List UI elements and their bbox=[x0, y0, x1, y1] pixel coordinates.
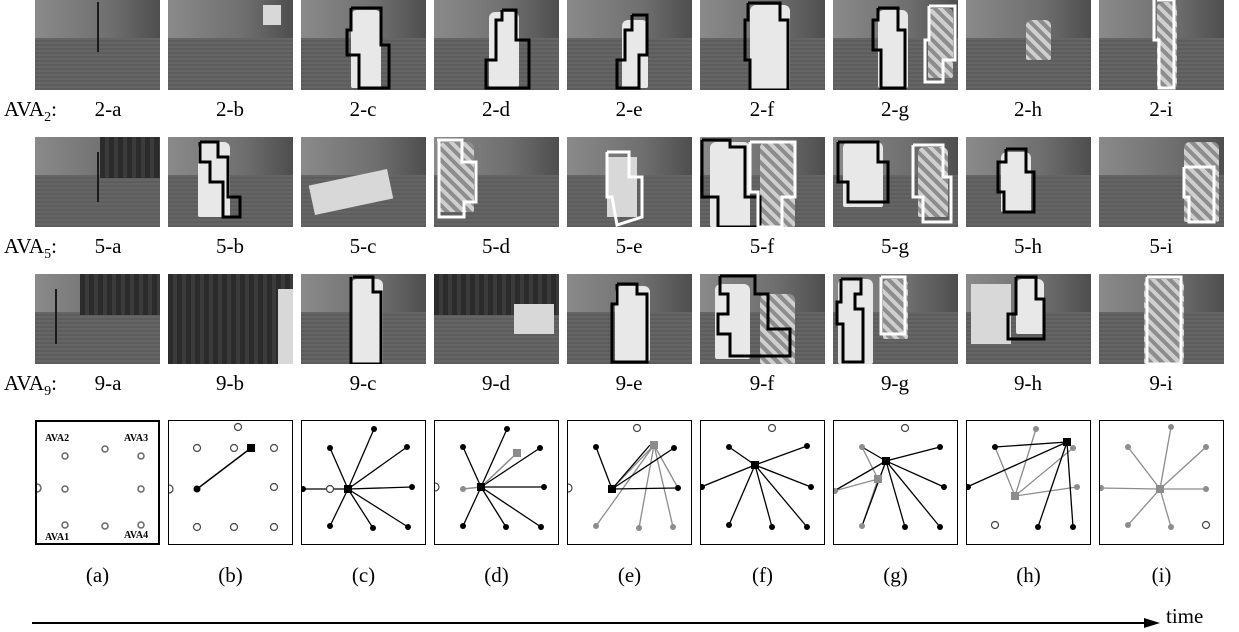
frame-label: 5-c bbox=[349, 234, 377, 258]
panel-i bbox=[1099, 420, 1224, 545]
camera-frame bbox=[966, 0, 1091, 90]
frame-label: 9-e bbox=[615, 371, 643, 395]
frame-label: 2-f bbox=[749, 97, 775, 121]
camera-frame bbox=[833, 0, 958, 90]
frame-label: 2-i bbox=[1149, 97, 1173, 121]
panel-label: (d) bbox=[484, 563, 509, 587]
camera-frame bbox=[168, 0, 293, 90]
frame-label: 9-i bbox=[1149, 371, 1173, 395]
frame-label: 5-e bbox=[615, 234, 643, 258]
camera-frame bbox=[567, 0, 692, 90]
row-label: AVA9: bbox=[4, 371, 57, 400]
panel-label: (f) bbox=[752, 563, 773, 587]
camera-frame bbox=[567, 137, 692, 227]
camera-frame bbox=[833, 137, 958, 227]
panel-d bbox=[434, 420, 559, 545]
row-label: AVA2: bbox=[4, 97, 57, 126]
ava-label: AVA4 bbox=[124, 530, 148, 541]
panel-e bbox=[567, 420, 692, 545]
panel-c bbox=[301, 420, 426, 545]
camera-frame bbox=[168, 137, 293, 227]
camera-frame bbox=[301, 0, 426, 90]
camera-frame bbox=[966, 274, 1091, 364]
camera-frame bbox=[833, 274, 958, 364]
camera-frame bbox=[434, 137, 559, 227]
frame-label: 5-a bbox=[94, 234, 122, 258]
ava-label: AVA1 bbox=[45, 532, 69, 543]
frame-label: 2-e bbox=[615, 97, 643, 121]
frame-label: 5-h bbox=[1014, 234, 1042, 258]
camera-frame bbox=[168, 274, 293, 364]
panel-a: AVA2 AVA3 AVA1 AVA4 bbox=[35, 420, 160, 545]
frame-label: 5-b bbox=[216, 234, 244, 258]
camera-frame bbox=[700, 0, 825, 90]
camera-frame bbox=[1099, 137, 1224, 227]
camera-frame bbox=[700, 137, 825, 227]
camera-frame bbox=[35, 274, 160, 364]
panel-label: (g) bbox=[883, 563, 908, 587]
camera-frame bbox=[1099, 0, 1224, 90]
frame-label: 9-h bbox=[1014, 371, 1042, 395]
panel-b bbox=[168, 420, 293, 545]
ava-label: AVA2 bbox=[45, 433, 69, 444]
frame-label: 9-a bbox=[94, 371, 122, 395]
frame-label: 2-d bbox=[482, 97, 510, 121]
panel-g bbox=[833, 420, 958, 545]
time-label: time bbox=[1166, 604, 1204, 628]
frame-label: 5-d bbox=[482, 234, 510, 258]
frame-label: 2-c bbox=[349, 97, 377, 121]
camera-frame bbox=[434, 274, 559, 364]
panel-h bbox=[966, 420, 1091, 545]
camera-frame bbox=[434, 0, 559, 90]
frame-label: 5-g bbox=[881, 234, 909, 258]
camera-frame bbox=[700, 274, 825, 364]
frame-label: 9-c bbox=[349, 371, 377, 395]
panel-label: (a) bbox=[85, 563, 110, 587]
panel-f bbox=[700, 420, 825, 545]
frame-label: 2-b bbox=[216, 97, 244, 121]
camera-frame bbox=[567, 274, 692, 364]
frame-label: 2-g bbox=[881, 97, 909, 121]
panel-label: (e) bbox=[617, 563, 642, 587]
frame-label: 5-i bbox=[1149, 234, 1173, 258]
frame-label: 9-b bbox=[216, 371, 244, 395]
panel-label: (b) bbox=[218, 563, 243, 587]
camera-frame bbox=[301, 137, 426, 227]
panel-label: (c) bbox=[351, 563, 376, 587]
panel-label: (i) bbox=[1151, 563, 1172, 587]
camera-frame bbox=[35, 137, 160, 227]
frame-label: 5-f bbox=[749, 234, 775, 258]
frame-label: 2-h bbox=[1014, 97, 1042, 121]
frame-label: 9-g bbox=[881, 371, 909, 395]
time-arrow bbox=[32, 618, 1160, 628]
frame-label: 9-f bbox=[749, 371, 775, 395]
camera-frame bbox=[966, 137, 1091, 227]
camera-frame bbox=[35, 0, 160, 90]
frame-label: 9-d bbox=[482, 371, 510, 395]
ava-label: AVA3 bbox=[124, 433, 148, 444]
camera-frame bbox=[1099, 274, 1224, 364]
camera-frame bbox=[301, 274, 426, 364]
frame-label: 2-a bbox=[94, 97, 122, 121]
row-label: AVA5: bbox=[4, 234, 57, 263]
panel-label: (h) bbox=[1016, 563, 1041, 587]
